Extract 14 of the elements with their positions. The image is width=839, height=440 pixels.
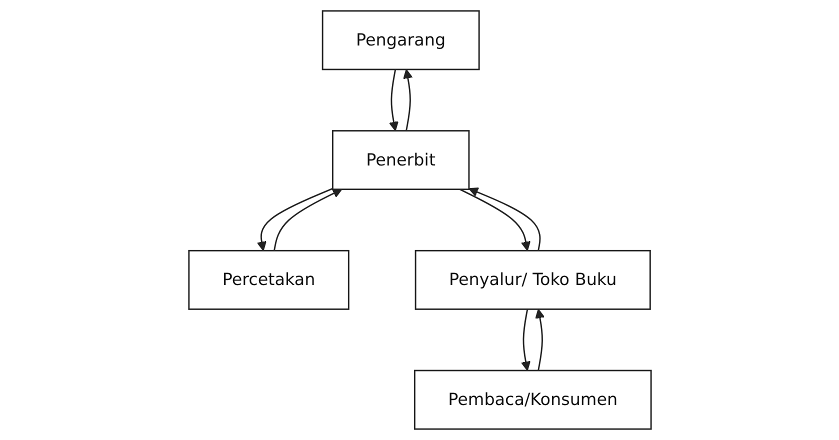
flow-diagram: Pengarang Penerbit Percetakan Penyalur/ Toko Buku Pembaca/Konsumen bbox=[180, 2, 660, 438]
arrow bbox=[534, 308, 544, 371]
node-box bbox=[414, 250, 650, 310]
arrow bbox=[520, 309, 530, 371]
arrow bbox=[273, 188, 342, 251]
node-box bbox=[188, 250, 349, 310]
arrow bbox=[459, 188, 530, 252]
arrow bbox=[256, 188, 332, 252]
arrow bbox=[468, 187, 540, 251]
node-box bbox=[321, 10, 480, 70]
arrow bbox=[402, 69, 412, 131]
arrow bbox=[388, 69, 398, 132]
node-box bbox=[331, 130, 470, 190]
node-box bbox=[413, 370, 652, 430]
